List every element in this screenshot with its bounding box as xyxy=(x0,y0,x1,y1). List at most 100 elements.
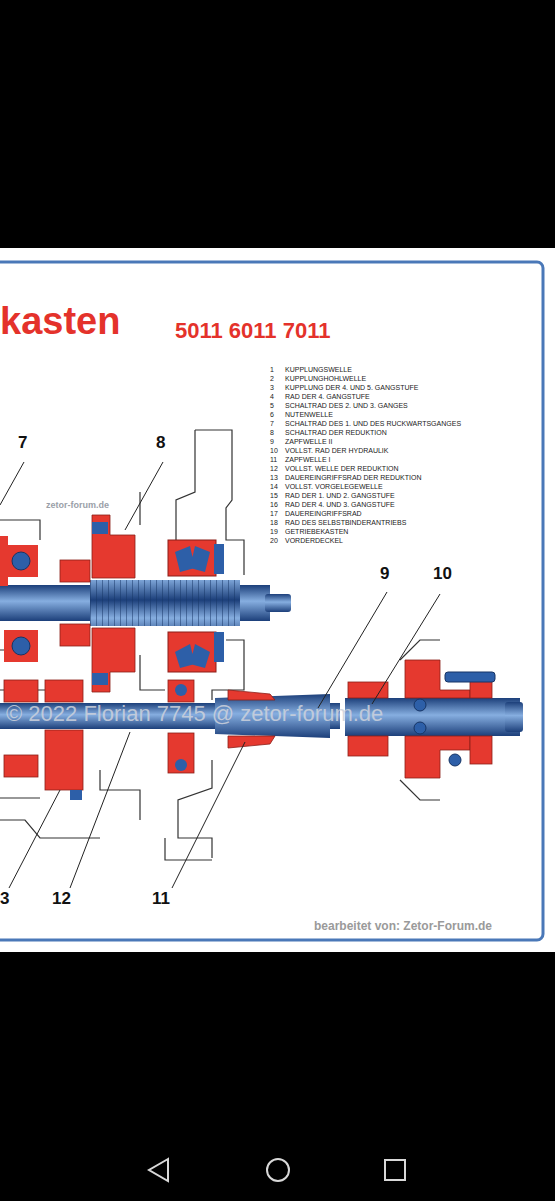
part-name: KUPPLUNG DER 4. UND 5. GANGSTUFE xyxy=(285,384,418,391)
housing-outline xyxy=(0,430,440,860)
legend-number: 7 xyxy=(270,420,274,427)
title: kasten xyxy=(0,302,120,340)
part-name: NUTENWELLE xyxy=(285,411,333,418)
pto-coupling xyxy=(348,736,388,756)
left-bearing xyxy=(4,545,38,577)
gear-teeth xyxy=(92,673,108,685)
tapered-bearing xyxy=(214,632,224,662)
lower-shaft xyxy=(505,702,523,732)
legend-number: 13 xyxy=(270,474,278,481)
permanent-mesh-gear xyxy=(4,680,194,790)
part-name: VOLLST. VORGELEGEWELLE xyxy=(285,483,383,490)
reduction-gear xyxy=(60,515,135,692)
part-name: RAD DER 1. UND 2. GANGSTUFE xyxy=(285,492,395,499)
legend-number: 3 xyxy=(270,384,274,391)
callout-number: 7 xyxy=(18,434,27,451)
part-name: RAD DER 4. GANGSTUFE xyxy=(285,393,370,400)
part-name: SCHALTRAD DER REDUKTION xyxy=(285,429,387,436)
legend-number: 15 xyxy=(270,492,278,499)
bearing-ball xyxy=(12,552,30,772)
legend-number: 6 xyxy=(270,411,274,418)
callout-number: 9 xyxy=(380,565,389,582)
watermark: zetor-forum.de xyxy=(46,501,109,510)
permanent-mesh-gear xyxy=(168,680,194,702)
part-name: GETRIEBEKASTEN xyxy=(285,528,348,535)
part-name: DAUEREINGRIFFSRAD DER REDUKTION xyxy=(285,474,422,481)
part-name: RAD DER 4. UND 3. GANGSTUFE xyxy=(285,501,395,508)
legend-number: 4 xyxy=(270,393,274,400)
bearing-ball xyxy=(70,684,187,800)
permanent-mesh-gear xyxy=(45,680,83,702)
part-name: KUPPLUNGSWELLE xyxy=(285,366,352,373)
nav-icon xyxy=(267,1159,289,1181)
tapered-bearing xyxy=(168,632,216,672)
model-numbers: 5011 6011 7011 xyxy=(175,320,330,342)
rear-bolt xyxy=(414,722,426,734)
leader-line xyxy=(125,462,163,530)
callout-number: 12 xyxy=(52,890,71,907)
leader-line xyxy=(0,462,24,505)
leader-line xyxy=(318,592,387,708)
upper-shaft xyxy=(90,580,240,626)
legend-number: 1 xyxy=(270,366,274,373)
bearing-ball xyxy=(12,552,30,570)
legend-number: 9 xyxy=(270,438,274,445)
credit-note: bearbeitet von: Zetor-Forum.de xyxy=(314,920,492,932)
tapered-bearing xyxy=(175,546,210,572)
part-name: KUPPLUNGHOHLWELLE xyxy=(285,375,366,382)
blue-frame xyxy=(0,262,543,940)
rear-flange xyxy=(405,736,470,778)
bearing-ball xyxy=(12,637,30,655)
bearing-ball xyxy=(175,759,187,771)
rear-flange xyxy=(470,736,492,764)
left-bearing xyxy=(0,536,38,662)
rear-bolt xyxy=(445,672,495,682)
legend-number: 16 xyxy=(270,501,278,508)
callout-number: 8 xyxy=(156,434,165,451)
permanent-mesh-gear xyxy=(4,680,38,702)
nav-icon xyxy=(385,1160,405,1180)
legend-number: 20 xyxy=(270,537,278,544)
housing-outline xyxy=(165,760,212,860)
gear-teeth xyxy=(92,522,108,534)
bearing-ball xyxy=(70,790,82,800)
legend-number: 19 xyxy=(270,528,278,535)
part-name: DAUEREINGRIFFSRAD xyxy=(285,510,362,517)
legend-number: 8 xyxy=(270,429,274,436)
upper-shaft xyxy=(0,580,291,626)
legend-number: 18 xyxy=(270,519,278,526)
legend-number: 14 xyxy=(270,483,278,490)
permanent-mesh-gear xyxy=(4,755,38,777)
permanent-mesh-gear xyxy=(168,733,194,773)
part-name: SCHALTRAD DES 2. UND 3. GANGES xyxy=(285,402,408,409)
tapered-bearing xyxy=(168,540,216,576)
callout-number: 3 xyxy=(0,890,9,907)
nav-icon xyxy=(149,1159,405,1181)
legend-number: 10 xyxy=(270,447,278,454)
left-bearing xyxy=(0,536,8,586)
leader-line xyxy=(372,594,440,704)
white-panel xyxy=(0,248,555,952)
permanent-mesh-gear xyxy=(45,730,83,790)
legend-number: 5 xyxy=(270,402,274,409)
part-name: VOLLST. WELLE DER REDUKTION xyxy=(285,465,399,472)
callout-number: 10 xyxy=(433,565,452,582)
part-name: RAD DES SELBSTBINDERANTRIEBS xyxy=(285,519,406,526)
leader-line xyxy=(0,462,440,888)
leader-line xyxy=(9,790,60,888)
reduction-gear xyxy=(92,628,135,692)
pto-coupling xyxy=(228,690,275,700)
upper-shaft xyxy=(265,594,291,612)
gear-teeth xyxy=(92,522,108,685)
reduction-gear xyxy=(60,560,90,582)
rear-flange xyxy=(470,680,492,698)
rear-bolt xyxy=(414,672,495,766)
legend-number: 2 xyxy=(270,375,274,382)
tapered-bearing xyxy=(175,644,210,668)
part-name: SCHALTRAD DES 1. UND DES RUCKWARTSGANGES xyxy=(285,420,461,427)
black-bar xyxy=(0,0,555,248)
watermark: © 2022 Florian 7745 @ zetor-forum.de xyxy=(6,703,383,725)
bearing-ball xyxy=(175,684,187,696)
legend-number: 11 xyxy=(270,456,277,463)
